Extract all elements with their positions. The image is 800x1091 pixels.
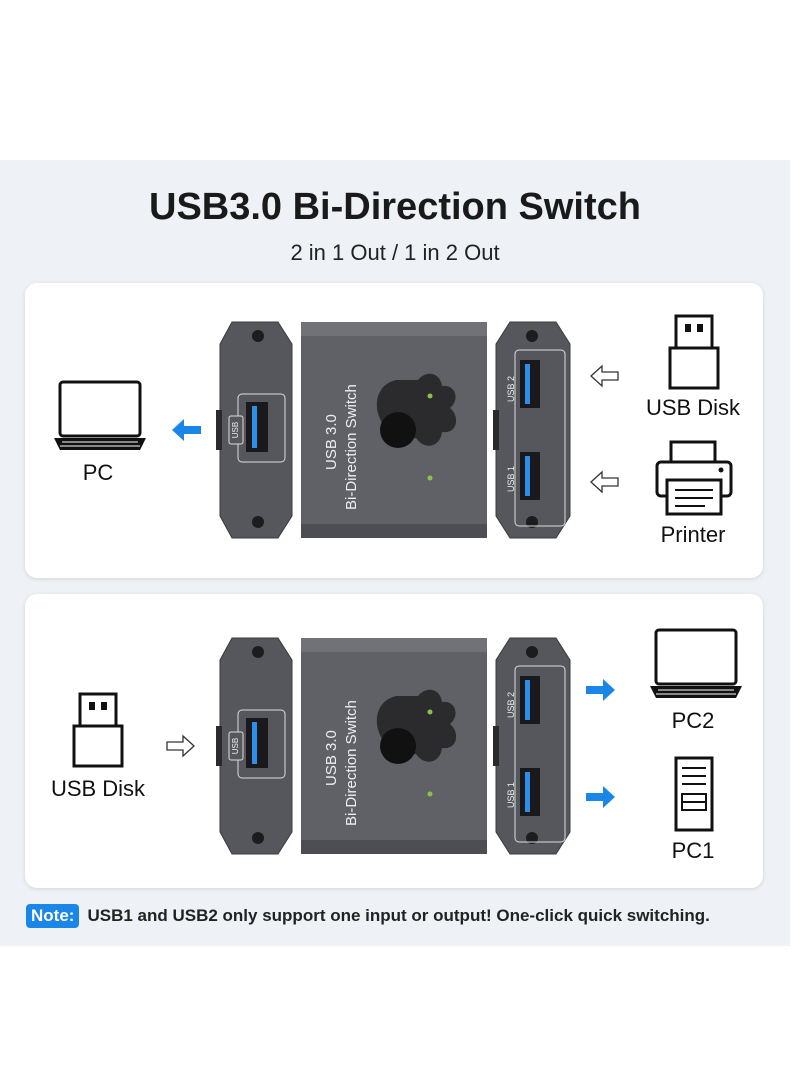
usb-disk-icon	[72, 692, 124, 768]
switch-button	[380, 728, 416, 764]
laptop-icon	[650, 628, 742, 698]
pc-label: PC	[82, 460, 114, 485]
usb-switch-device: USB USB 3.0 Bi-Direction Switch USB 2 US…	[216, 637, 571, 855]
usb-disk-label: USB Disk	[50, 776, 146, 801]
note: Note: USB1 and USB2 only support one inp…	[26, 904, 710, 928]
left-port-label: USB	[231, 422, 240, 438]
note-text: USB1 and USB2 only support one input or …	[87, 906, 710, 925]
pc2-label: PC2	[671, 708, 715, 733]
pc1-label: PC1	[671, 838, 715, 863]
usb-switch-device: USB USB 3.0 Bi-Direction Switch USB 2 US…	[216, 321, 571, 539]
port-2-label: USB 2	[506, 692, 516, 718]
usb-disk-label: USB Disk	[645, 395, 741, 420]
port-1-label: USB 1	[506, 466, 516, 492]
printer-icon	[655, 440, 733, 516]
arrow-left-outline-icon	[590, 364, 619, 388]
right-end-cap: USB 2 USB 1	[493, 321, 571, 539]
device-label-line1: USB 3.0	[323, 730, 340, 786]
page-subtitle: 2 in 1 Out / 1 in 2 Out	[290, 240, 500, 265]
left-port-label: USB	[231, 738, 240, 754]
usb-disk-icon	[668, 314, 720, 390]
center-body: USB 3.0 Bi-Direction Switch	[301, 322, 487, 538]
device-label-line2: Bi-Direction Switch	[343, 700, 360, 826]
device-label-line1: USB 3.0	[323, 414, 340, 470]
laptop-icon	[54, 380, 146, 450]
switch-button	[380, 412, 416, 448]
page-title: USB3.0 Bi-Direction Switch	[149, 186, 641, 228]
device-label-line2: Bi-Direction Switch	[343, 384, 360, 510]
arrow-right-outline-icon	[166, 734, 195, 758]
port-2-label: USB 2	[506, 376, 516, 402]
arrow-left-outline-icon	[590, 470, 619, 494]
note-badge: Note:	[26, 904, 80, 928]
arrow-left-solid-icon	[172, 419, 201, 441]
printer-label: Printer	[660, 522, 726, 547]
desktop-tower-icon	[674, 756, 714, 832]
arrow-right-solid-icon	[586, 786, 615, 808]
left-end-cap: USB	[216, 321, 293, 539]
port-1-label: USB 1	[506, 782, 516, 808]
arrow-right-solid-icon	[586, 679, 615, 701]
